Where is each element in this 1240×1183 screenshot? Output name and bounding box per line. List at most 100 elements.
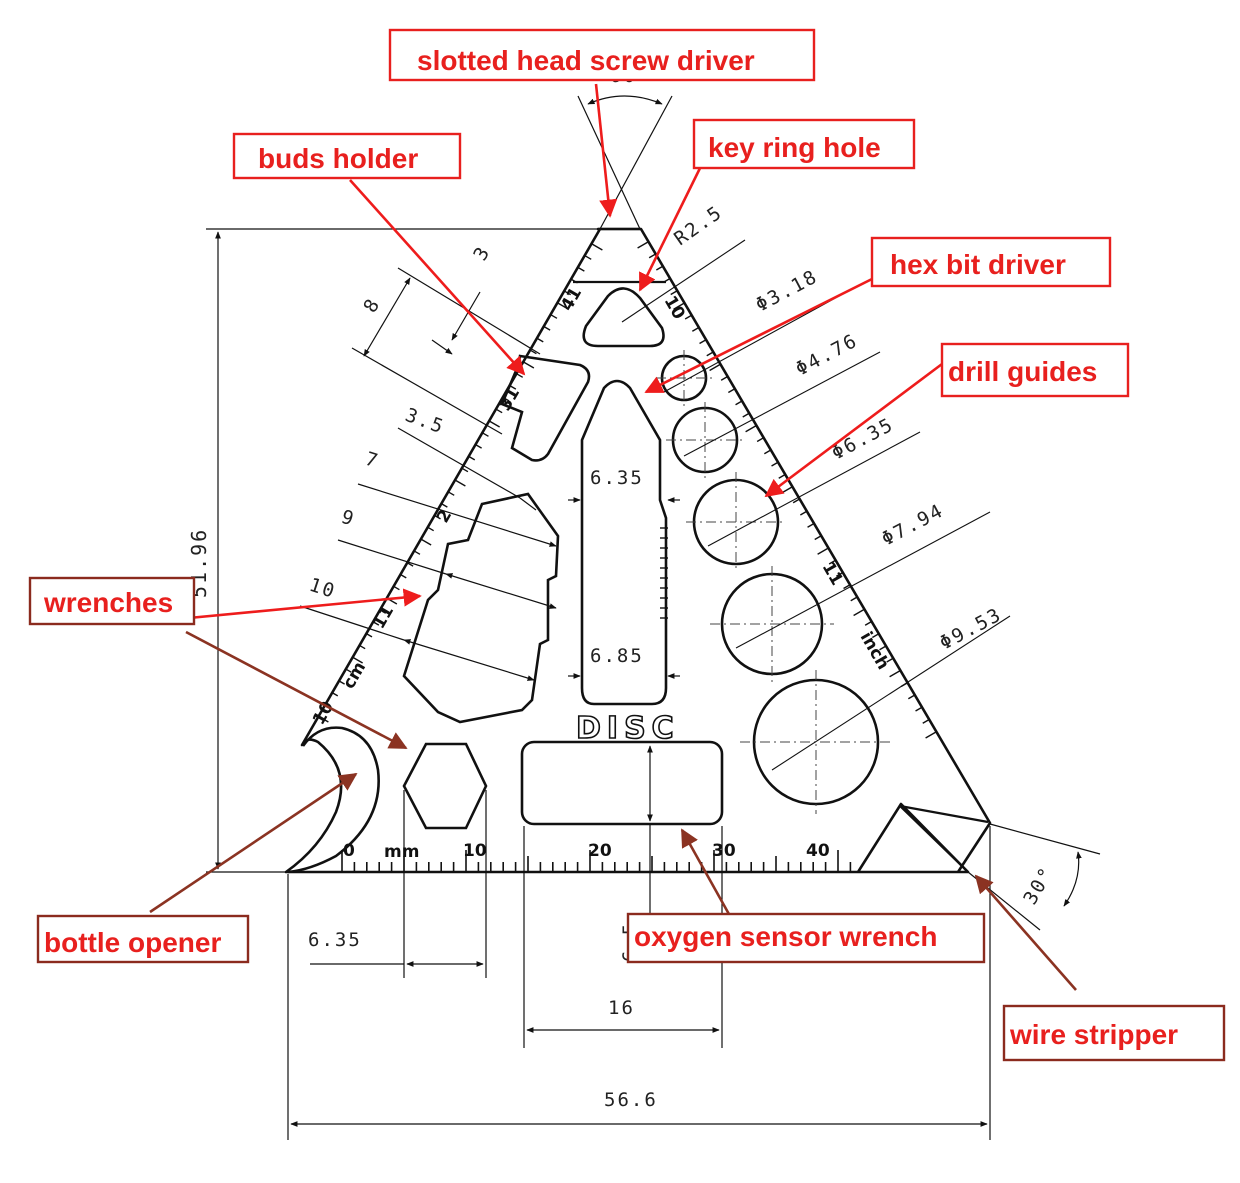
dim-drill-635: Φ6.35: [828, 413, 898, 464]
ruler-tick: [706, 351, 714, 357]
callout-bottle-opener: bottle opener: [44, 927, 221, 958]
ruler-tick: [781, 486, 793, 494]
ruler-tick: [482, 432, 489, 437]
ruler-tick: [828, 559, 836, 565]
cm-tick-11: 11: [369, 602, 398, 633]
ruler-tick: [434, 514, 441, 520]
ruler-tick: [684, 314, 692, 320]
ruler-tick: [663, 278, 670, 283]
ruler-tick: [907, 694, 915, 700]
ruler-tick: [670, 290, 678, 296]
ruler-tick: [468, 455, 476, 461]
mm-tick-0: 0: [343, 841, 355, 861]
ruler-tick: [358, 644, 366, 650]
ruler-tick: [584, 255, 592, 260]
ruler-tick: [742, 412, 750, 418]
ruler-tick: [778, 474, 786, 479]
ruler-tick: [557, 302, 569, 310]
dim-hex-width: 6.35: [308, 929, 362, 951]
hex-slot-serrations: [660, 527, 668, 619]
mm-tick-20: 20: [588, 841, 612, 861]
callout-wire-stripper: wire stripper: [1009, 1019, 1178, 1050]
tool-body: [284, 227, 992, 874]
ruler-tick: [735, 400, 742, 406]
key-ring-hole: [582, 287, 665, 348]
right-edge-ruler: [637, 241, 937, 739]
dim-drill-476: Φ4.76: [792, 329, 862, 380]
ruler-tick: [379, 609, 387, 614]
dim-3: 3: [469, 242, 495, 265]
ruler-tick: [345, 668, 352, 673]
drill-centerlines: [656, 350, 894, 814]
dim-slot-bottom: 6.85: [590, 645, 644, 667]
callout-drill-guides: drill guides: [948, 356, 1097, 387]
ruler-tick: [691, 327, 699, 332]
dim-9: 9: [338, 506, 358, 531]
callout-wrenches: wrenches: [43, 587, 173, 618]
ruler-tick: [495, 408, 503, 414]
left-edge-ruler: [317, 243, 603, 723]
cm-tick-2: 2: [433, 506, 456, 526]
inch-tick-11: 11: [818, 559, 847, 590]
dim-rect-width: 16: [608, 997, 635, 1019]
ruler-tick: [413, 550, 421, 555]
ruler-tick: [886, 657, 894, 663]
hex-wrench-cutout: [402, 742, 488, 830]
ruler-tick: [571, 278, 578, 284]
hex-bit-slot: [580, 379, 668, 706]
dim-drill-794: Φ7.94: [878, 499, 948, 550]
ruler-tick: [915, 706, 922, 712]
ruler-tick: [900, 682, 908, 688]
ruler-tick: [317, 715, 329, 723]
wire-stripper-notch: [899, 804, 989, 871]
ruler-tick: [351, 656, 363, 664]
ruler-tick: [871, 633, 879, 639]
ruler-tick: [488, 420, 500, 428]
cm-tick-41: 41: [557, 284, 586, 315]
ruler-tick: [331, 691, 339, 697]
mm-ruler-numbers: 0 mm 10 20 30 40: [343, 841, 830, 862]
ruler-tick: [850, 596, 858, 602]
oxygen-sensor-slot: [520, 740, 724, 826]
ruler-tick: [763, 449, 771, 455]
ruler-tick: [536, 337, 544, 343]
ruler-tick: [835, 572, 843, 577]
ruler-tick: [406, 561, 414, 567]
callout-buds-holder: buds holder: [258, 143, 418, 174]
ruler-tick: [727, 388, 735, 394]
ruler-tick: [709, 363, 721, 372]
ruler-tick: [799, 510, 807, 516]
brand-engraving: DISC: [576, 711, 680, 746]
ruler-tick: [338, 679, 345, 685]
ruler-tick: [720, 376, 728, 381]
ruler-tick: [591, 243, 603, 251]
ruler-tick: [699, 339, 706, 345]
ruler-tick: [427, 526, 435, 532]
ruler-tick: [673, 302, 685, 310]
dim-7: 7: [362, 448, 382, 473]
ruler-tick: [745, 425, 757, 433]
mm-tick-40: 40: [806, 841, 830, 861]
ruler-tick: [392, 585, 400, 591]
ruler-tick: [509, 384, 517, 390]
ruler-tick: [440, 502, 448, 508]
ruler-tick: [372, 620, 380, 626]
dim-3-5: 3.5: [402, 404, 447, 438]
drill-guides: [660, 354, 880, 806]
dim-slot-top: 6.35: [590, 467, 644, 489]
ruler-tick: [543, 325, 551, 331]
dim-drill-953: Φ9.53: [936, 603, 1006, 654]
callout-labels: slotted head screw driver buds holder ke…: [28, 28, 1226, 1062]
ruler-tick: [523, 361, 535, 369]
ruler-tick: [475, 443, 482, 449]
dim-total-width: 56.6: [604, 1089, 658, 1111]
ruler-tick: [550, 314, 558, 319]
cm-unit-label: cm: [339, 658, 370, 692]
ruler-tick: [454, 479, 466, 487]
ruler-tick: [807, 523, 814, 528]
ruler-tick: [925, 731, 937, 739]
diameter-leaders: [663, 289, 1011, 771]
tool-outline: [284, 227, 992, 874]
